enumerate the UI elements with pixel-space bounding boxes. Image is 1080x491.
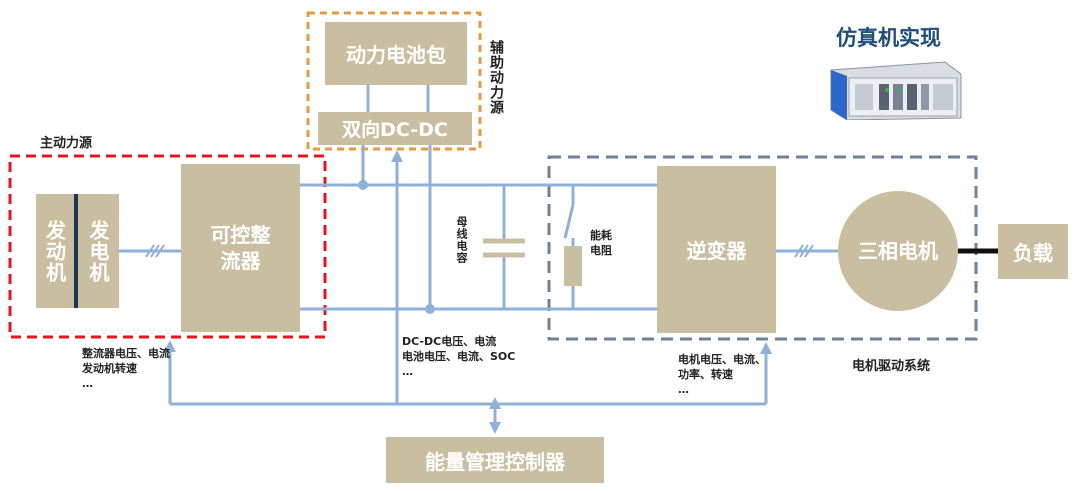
signal-text: … <box>402 365 413 378</box>
junction-dot <box>425 304 435 314</box>
aux-source-border <box>306 11 482 151</box>
resistor-body <box>564 246 582 286</box>
ems-block: 能量管理控制器 <box>386 437 604 483</box>
phase-mark <box>145 244 155 258</box>
drive-system-label: 电机驱动系统 <box>852 359 931 374</box>
rectifier-block: 可控整流器 <box>181 164 300 332</box>
drive-signals: 电机电压、电流、 功率、转速 … <box>678 352 766 397</box>
dump-resistor-label: 能耗电阻 <box>590 228 618 258</box>
phase-mark <box>799 244 809 258</box>
phase-mark <box>794 244 804 258</box>
dump-resistor-text: 能耗电阻 <box>590 229 612 257</box>
rectifier-label: 可控整流器 <box>210 223 271 273</box>
aux-source-signals: DC-DC电压、电流 电池电压、电流、SOC … <box>402 334 515 379</box>
arrow-to-dcdc <box>391 150 403 162</box>
simulator-title: 仿真机实现 <box>836 26 941 50</box>
junction-dot <box>358 180 368 190</box>
signal-text: 发动机转速 <box>82 362 137 375</box>
arrow-down-ems <box>489 422 501 434</box>
phase-mark <box>150 244 160 258</box>
signal-text: 整流器电压、电流 <box>82 347 170 360</box>
load-block: 负载 <box>998 224 1068 279</box>
signal-text: DC-DC电压、电流 <box>402 335 497 348</box>
signal-text: … <box>678 383 689 396</box>
arrow-to-rectifier <box>164 340 176 352</box>
simulator-hardware-image <box>827 60 965 121</box>
phase-mark <box>155 244 165 258</box>
switch-blade <box>563 204 575 239</box>
signal-text: 电机电压、电流、 <box>678 353 766 366</box>
arrow-up-ems <box>489 397 501 409</box>
aux-source-label: 辅助动力源 <box>488 40 504 115</box>
dcdc-block: 双向DC-DC <box>318 112 472 145</box>
signal-text: 电池电压、电流、SOC <box>402 350 516 363</box>
drive-system-border <box>547 155 978 341</box>
engine-block: 发动机 <box>36 194 74 308</box>
motor-label: 三相电机 <box>858 239 938 263</box>
phase-mark <box>804 244 814 258</box>
main-source-signals: 整流器电压、电流 发动机转速 … <box>82 346 170 391</box>
inverter-block: 逆变器 <box>657 166 776 333</box>
main-source-border <box>8 154 327 339</box>
engine-generator-divider <box>74 194 78 308</box>
motor-block: 三相电机 <box>838 191 958 311</box>
signal-text: … <box>82 377 93 390</box>
generator-block: 发电机 <box>78 194 119 308</box>
bus-capacitor-label: 母线电容 <box>455 216 468 264</box>
arrow-to-inverter <box>760 342 772 354</box>
main-source-label: 主动力源 <box>40 136 93 151</box>
signal-text: 功率、转速 <box>678 368 733 381</box>
battery-pack-block: 动力电池包 <box>325 22 467 85</box>
